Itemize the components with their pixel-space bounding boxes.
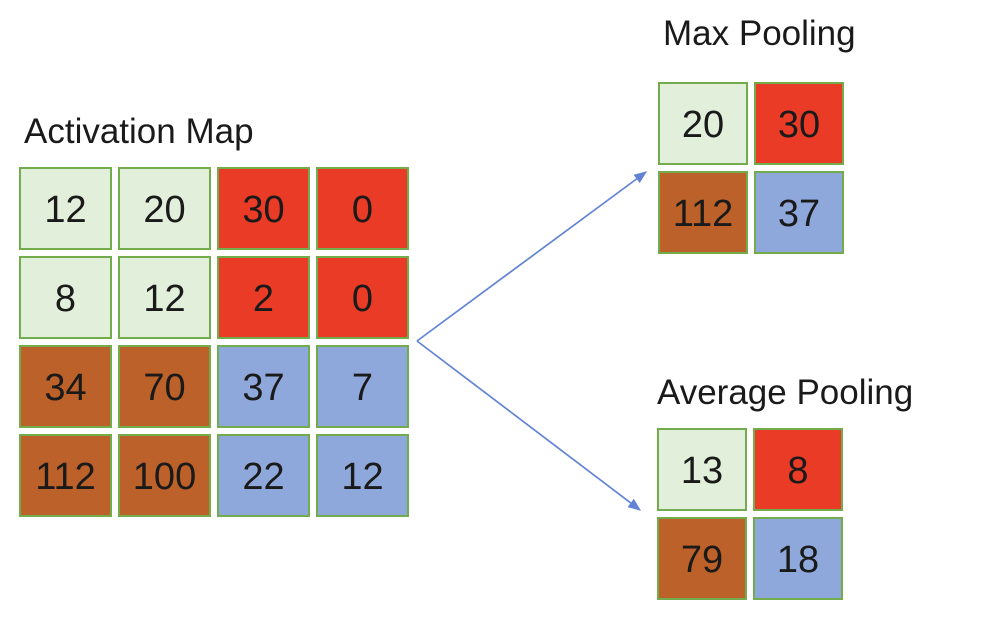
grid-cell: 37 [217, 345, 310, 428]
grid-cell: 22 [217, 434, 310, 517]
grid-cell: 8 [19, 256, 112, 339]
grid-cell: 112 [19, 434, 112, 517]
activation-map-title: Activation Map [24, 112, 254, 151]
grid-cell: 2 [217, 256, 310, 339]
grid-cell: 12 [118, 256, 211, 339]
grid-cell: 18 [753, 517, 843, 600]
grid-cell: 0 [316, 256, 409, 339]
grid-cell: 20 [658, 82, 748, 165]
grid-cell: 7 [316, 345, 409, 428]
grid-cell: 8 [753, 428, 843, 511]
grid-cell: 20 [118, 167, 211, 250]
grid-cell: 0 [316, 167, 409, 250]
grid-cell: 100 [118, 434, 211, 517]
grid-cell: 12 [316, 434, 409, 517]
grid-cell: 70 [118, 345, 211, 428]
grid-cell: 37 [754, 171, 844, 254]
grid-cell: 30 [217, 167, 310, 250]
grid-cell: 34 [19, 345, 112, 428]
grid-cell: 13 [657, 428, 747, 511]
grid-cell: 30 [754, 82, 844, 165]
arrow-to-max-pooling [416, 171, 648, 342]
grid-cell: 12 [19, 167, 112, 250]
max-pooling-title: Max Pooling [663, 14, 856, 53]
grid-cell: 79 [657, 517, 747, 600]
grid-cell: 112 [658, 171, 748, 254]
arrow-to-average-pooling [416, 340, 642, 511]
average-pooling-title: Average Pooling [657, 373, 914, 412]
